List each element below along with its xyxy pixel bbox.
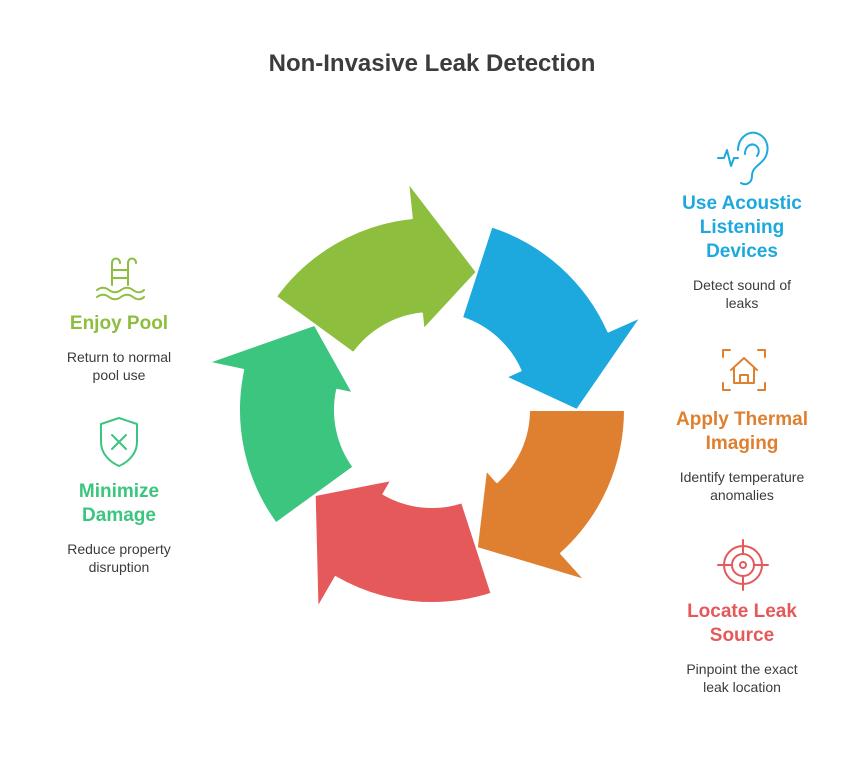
arrow-thermal xyxy=(475,409,626,582)
page-title: Non-Invasive Leak Detection xyxy=(268,50,596,77)
shield-x-icon xyxy=(100,417,138,467)
pool-ladder-icon xyxy=(96,257,145,301)
step-title-acoustic: Use Acoustic Listening Devices xyxy=(682,193,802,262)
step-desc-locate: Pinpoint the exact leak location xyxy=(686,661,798,695)
ear-sound-icon xyxy=(717,131,769,186)
step-title-minimize: Minimize Damage xyxy=(78,481,160,526)
arrow-acoustic xyxy=(461,225,643,411)
arrow-minimize xyxy=(207,323,355,525)
step-desc-minimize: Reduce property disruption xyxy=(67,541,171,575)
thermal-house-icon xyxy=(722,349,766,391)
step-title-enjoy: Enjoy Pool xyxy=(69,313,169,334)
step-title-thermal: Apply Thermal Imaging xyxy=(676,409,808,454)
arrow-enjoy xyxy=(274,181,478,354)
arrow-locate xyxy=(313,479,493,610)
target-icon xyxy=(717,539,769,591)
step-desc-enjoy: Return to normal pool use xyxy=(66,349,172,383)
step-desc-acoustic: Detect sound of leaks xyxy=(692,277,792,311)
cycle-arrows xyxy=(207,181,643,610)
step-desc-thermal: Identify temperature anomalies xyxy=(679,469,805,503)
step-title-locate: Locate Leak Source xyxy=(687,601,797,646)
